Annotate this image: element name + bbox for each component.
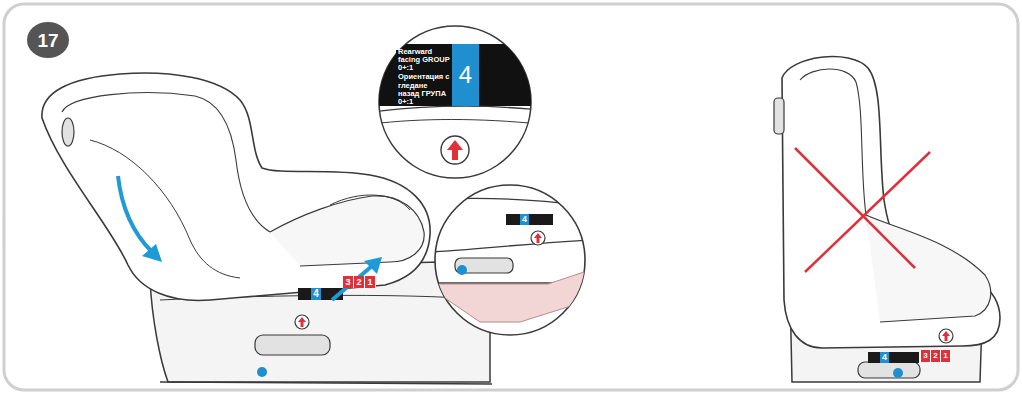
blue-dot — [257, 367, 267, 377]
sticker-text — [529, 214, 553, 225]
cushion-roll — [330, 195, 410, 210]
frame — [4, 4, 1018, 390]
seat-edge — [372, 120, 540, 125]
wrong-cross — [805, 152, 930, 272]
arrow-head — [142, 244, 162, 262]
seat-shell — [782, 57, 1000, 348]
backrest-padding — [62, 93, 270, 232]
wrong-cross — [795, 148, 915, 268]
belt-guide — [774, 98, 784, 134]
release-button — [295, 315, 309, 329]
blue-dot — [893, 368, 903, 378]
group-number: 2 — [931, 350, 941, 362]
group-number: 4 — [520, 214, 529, 225]
handle-slot — [858, 362, 920, 378]
release-button — [441, 136, 469, 164]
group-number: 1 — [365, 276, 376, 288]
seat-cushion — [866, 215, 991, 322]
seat-edge — [372, 106, 540, 112]
step-badge: 17 — [27, 22, 69, 58]
group-number: 4 — [311, 288, 321, 300]
group-box: 4 — [452, 44, 479, 106]
orientation-sticker: Rearward facing GROUP 0+:1Ориентация с г… — [396, 50, 452, 104]
step-number: 17 — [27, 31, 69, 50]
up-arrow — [447, 140, 463, 160]
gap-wedge — [436, 270, 590, 322]
handle-slot — [255, 335, 330, 355]
group-number: 3 — [921, 350, 931, 362]
group-number: 4 — [880, 352, 889, 363]
up-arrow — [534, 233, 542, 243]
blue-dot — [457, 265, 467, 275]
group-number: 1 — [941, 350, 951, 362]
sticker-text — [868, 352, 880, 363]
floor-line — [160, 382, 492, 384]
up-arrow — [942, 331, 950, 341]
group-number: 4 — [452, 63, 479, 87]
side-contour — [90, 140, 240, 278]
arrow-head — [364, 257, 382, 274]
belt-guide — [62, 118, 74, 146]
seat-shell — [42, 73, 430, 300]
sticker-text — [889, 352, 919, 363]
sticker-text-en: Rearward facing GROUP 0+:1 — [398, 48, 450, 73]
sticker-band — [370, 44, 550, 106]
release-button — [531, 231, 545, 245]
group-number: 2 — [354, 276, 365, 288]
seat-cushion — [270, 196, 424, 266]
sticker-text — [298, 288, 311, 300]
sticker-text-bg: Ориентация с гледане назад ГРУПА 0+:1 — [398, 73, 450, 106]
seat-edge — [430, 198, 590, 206]
release-button — [939, 329, 953, 343]
motion-arrow — [118, 176, 152, 252]
up-arrow — [298, 317, 306, 327]
sticker-text — [506, 214, 520, 225]
base-edge — [430, 240, 590, 252]
group-number: 3 — [343, 276, 354, 288]
